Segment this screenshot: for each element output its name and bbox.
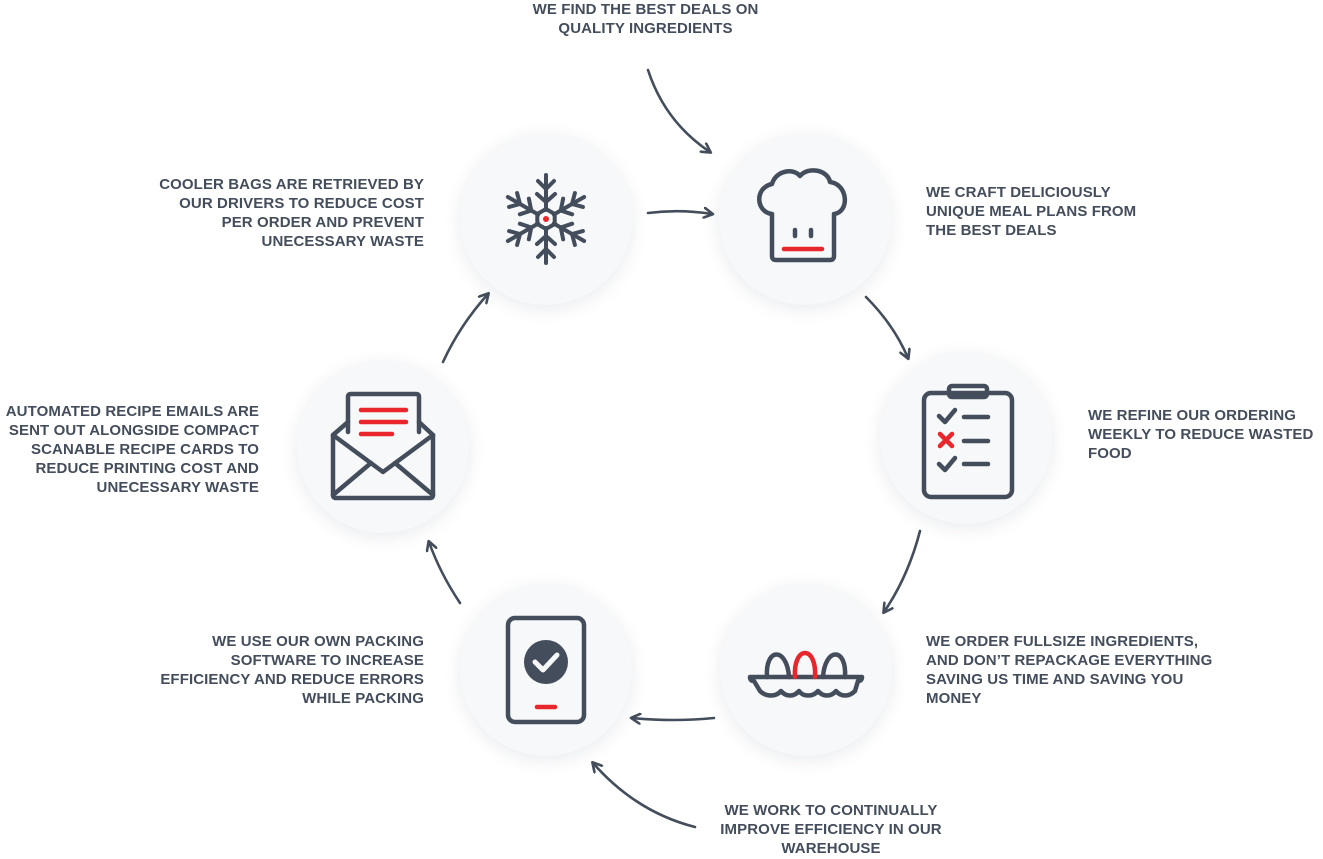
arrow-input-bottom <box>593 763 697 829</box>
arrow-chef-to-clip <box>864 295 908 358</box>
egg-carton-icon <box>747 650 865 698</box>
label-input-top: WE FIND THE BEST DEALS ON QUALITY INGRED… <box>532 1 759 37</box>
step-circle-chef <box>719 133 891 305</box>
label-step-chef: WE CRAFT DELICIOUSLY UNIQUE MEAL PLANS F… <box>926 184 1137 239</box>
label-step-snowflake: COOLER BAGS ARE RETRIEVED BY OUR DRIVERS… <box>159 176 424 250</box>
arrow-phone-to-mail <box>429 542 462 605</box>
label-step-envelope: AUTOMATED RECIPE EMAILS ARE SENT OUT ALO… <box>5 403 259 496</box>
step-circle-phone <box>460 584 632 756</box>
phone-check-icon <box>505 615 587 725</box>
step-circle-clipboard <box>880 352 1052 524</box>
label-step-phone: WE USE OUR OWN PACKING SOFTWARE TO INCRE… <box>160 633 424 707</box>
step-circle-snowflake <box>460 133 632 305</box>
label-step-eggs: WE ORDER FULLSIZE INGREDIENTS, AND DON’T… <box>926 633 1213 707</box>
label-step-clipboard: WE REFINE OUR ORDERING WEEKLY TO REDUCE … <box>1088 407 1314 462</box>
arrow-eggs-to-phone <box>632 718 716 720</box>
arrow-mail-to-snow <box>441 294 488 364</box>
step-circle-eggs <box>720 584 892 756</box>
label-input-bottom: WE WORK TO CONTINUALLY IMPROVE EFFICIENC… <box>720 802 942 857</box>
arrow-snow-to-chef <box>646 211 712 214</box>
arrow-input-top <box>646 68 710 152</box>
arrow-clip-to-eggs <box>884 529 922 612</box>
chef-hat-icon <box>757 168 847 263</box>
step-circle-envelope <box>297 361 469 533</box>
envelope-icon <box>330 391 436 501</box>
clipboard-checklist-icon <box>921 383 1015 500</box>
snowflake-icon <box>501 173 591 265</box>
